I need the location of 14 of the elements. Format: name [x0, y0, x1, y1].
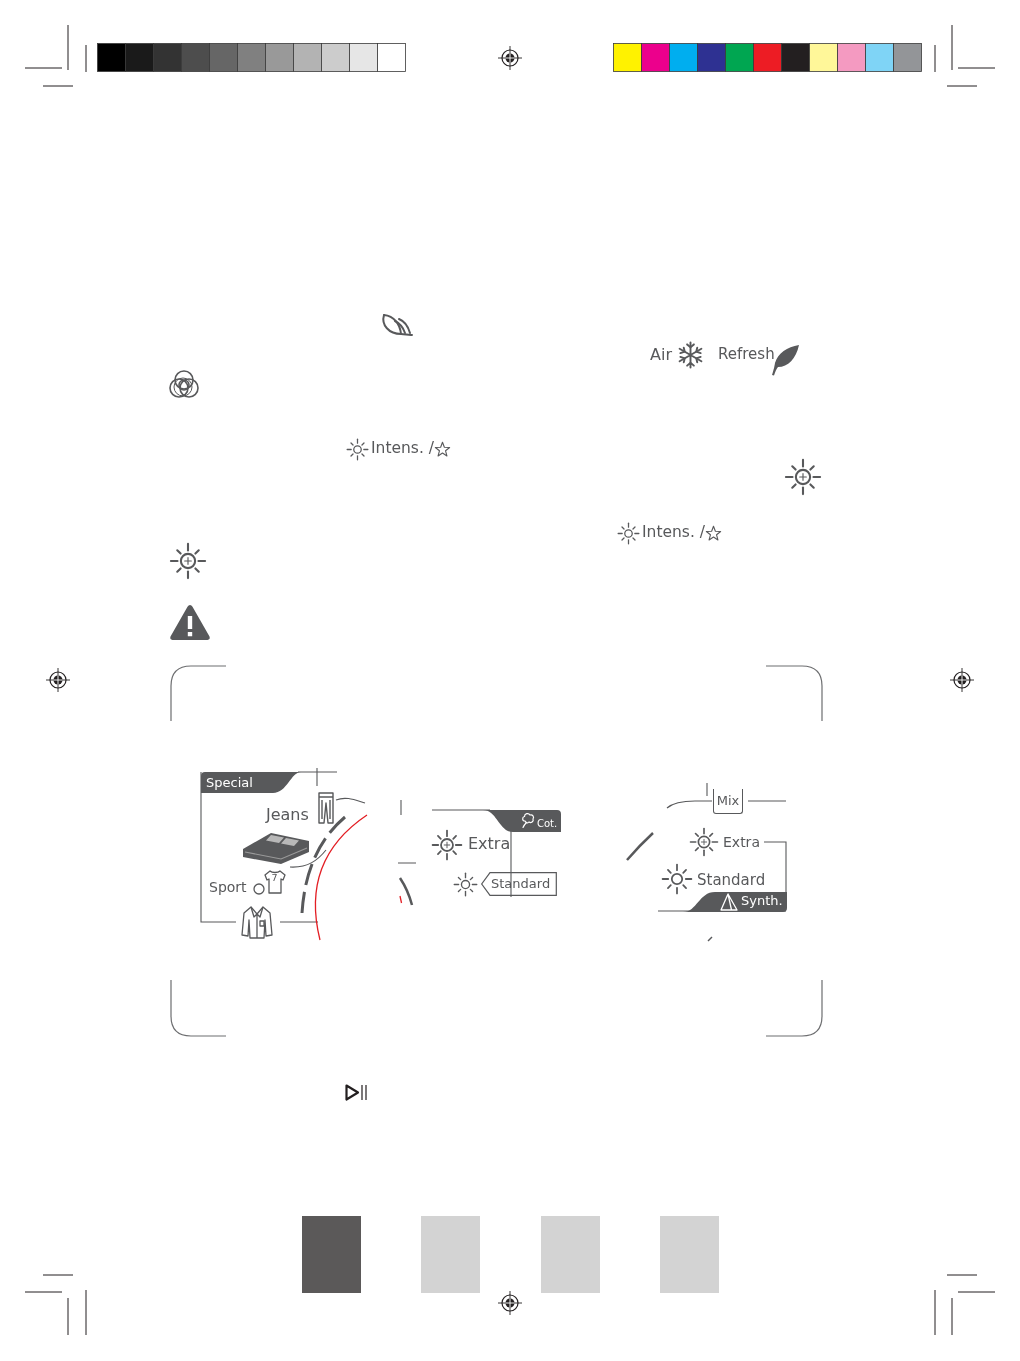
- program-box: Mix: [713, 789, 743, 814]
- option-label: Air: [650, 345, 672, 365]
- program-label: Sport: [209, 879, 247, 896]
- option-label: Intens. /: [371, 439, 434, 458]
- option-label: Extra: [723, 833, 760, 851]
- option-label: Extra: [468, 834, 511, 854]
- option-label: Intens. /: [642, 523, 705, 542]
- program-label: Jeans: [266, 805, 309, 825]
- shirt-number: 7: [271, 872, 278, 884]
- tab-label: Cot.: [537, 818, 558, 830]
- tab-label: Synth.: [741, 893, 783, 909]
- option-label: Standard: [697, 870, 766, 889]
- option-label: Refresh: [718, 345, 775, 363]
- program-tag: Standard: [481, 872, 557, 896]
